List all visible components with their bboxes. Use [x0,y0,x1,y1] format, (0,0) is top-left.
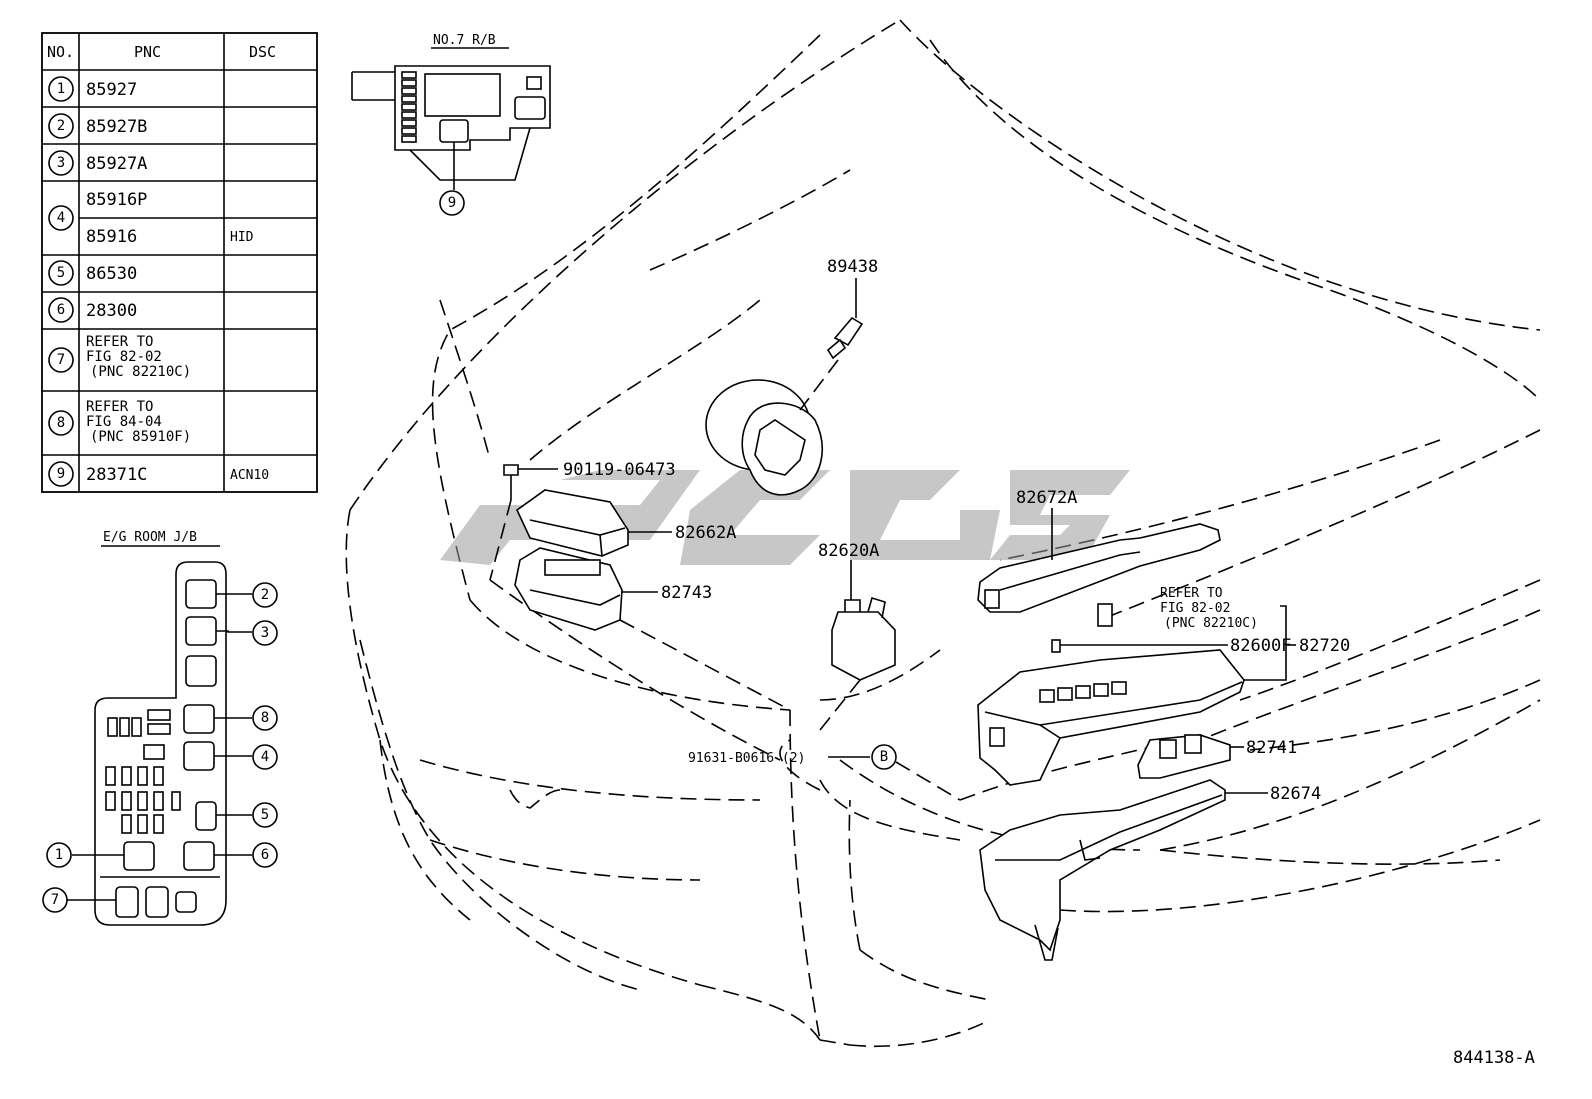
inset-jb-title: E/G ROOM J/B [103,530,197,545]
fuse-82600f: 82600F 82720 [1051,636,1350,656]
table-cell-pnc: 86530 [86,264,137,284]
svg-text:2: 2 [57,118,65,134]
pnc-table: NO. PNC DSC 1 85927 2 85927B 3 85927A 4 … [41,32,318,493]
callout-7: 7 [51,892,59,908]
table-cell-pnc: 28300 [86,301,137,321]
table-row: 1 85927 [48,76,137,102]
fuse-slots [401,71,417,143]
callout-6: 6 [261,847,269,863]
relay-82741: 82741 [1137,734,1297,779]
part-label-82672a: 82672A [1016,488,1077,508]
callout-b: B [880,749,888,765]
table-row: 7 REFER TO FIG 82-02 (PNC 82210C) [48,334,191,380]
part-label-82620a: 82620A [818,541,879,561]
table-cell-pnc: 85927B [86,117,147,137]
table-header-no: NO. [47,43,74,61]
svg-text:6: 6 [57,302,65,318]
callout-8: 8 [261,710,269,726]
table-header-pnc: PNC [134,43,161,61]
part-label-82662a: 82662A [675,523,736,543]
junction-block-82720 [977,649,1245,786]
table-cell-pnc: (PNC 82210C) [90,364,191,380]
table-cell-pnc: 85916 [86,227,137,247]
table-cell-pnc: FIG 82-02 [86,349,162,365]
reservoir-cap [705,379,823,496]
lower-case-82674: 82674 [979,779,1321,961]
table-row: 9 28371C ACN10 [48,461,269,487]
relay-82620a: 82620A [818,541,896,731]
table-row: 2 85927B [48,113,147,139]
part-label-82720: 82720 [1299,636,1350,656]
inset-rb-title: NO.7 R/B [433,33,496,48]
table-cell-pnc: 85916P [86,190,147,210]
bulb-89438: 89438 [799,257,878,411]
part-label-82600f: 82600F [1230,636,1291,656]
callout-3: 3 [261,625,269,641]
callout-4: 4 [261,749,269,765]
cover-82672a: 82672A [977,488,1221,613]
table-row: 4 85916P 85916 HID [48,190,254,247]
block-82743: 82743 [514,547,791,711]
table-cell-pnc: REFER TO [86,334,153,350]
table-cell-dsc: ACN10 [230,468,269,483]
refer-line-3: (PNC 82210C) [1164,616,1258,631]
svg-text:7: 7 [57,352,65,368]
svg-text:8: 8 [57,415,65,431]
junction-block-inset: E/G ROOM J/B [42,530,278,926]
part-label-91631: 91631-B0616 (2) [688,751,805,766]
table-cell-pnc: 85927A [86,154,147,174]
svg-text:4: 4 [57,210,65,226]
table-row: 6 28300 [48,297,137,323]
svg-text:5: 5 [57,265,65,281]
table-header-dsc: DSC [249,43,276,61]
part-label-82674: 82674 [1270,784,1321,804]
refer-line-1: REFER TO [1160,586,1223,601]
svg-text:1: 1 [57,81,65,97]
refer-note: REFER TO FIG 82-02 (PNC 82210C) [1097,586,1296,681]
part-label-82743: 82743 [661,583,712,603]
callout-5: 5 [261,807,269,823]
callout-9: 9 [448,195,456,211]
fuse-slots [1039,681,1127,703]
relay-block-inset: NO.7 R/B 9 [351,33,551,216]
table-cell-pnc: FIG 84-04 [86,414,162,430]
cover-82662a: 82662A [515,489,736,557]
refer-line-2: FIG 82-02 [1160,601,1230,616]
table-cell-pnc: REFER TO [86,399,153,415]
table-cell-pnc: 28371C [86,465,147,485]
table-row: 8 REFER TO FIG 84-04 (PNC 85910F) [48,399,191,445]
table-cell-dsc: HID [230,230,254,245]
bolt-90119: 90119-06473 [489,460,676,581]
part-label-89438: 89438 [827,257,878,277]
figure-id: 844138-A [1453,1048,1535,1068]
callout-1: 1 [55,847,63,863]
table-cell-pnc: 85927 [86,80,137,100]
table-row: 5 86530 [48,260,137,286]
part-label-82741: 82741 [1246,738,1297,758]
table-cell-pnc: (PNC 85910F) [90,429,191,445]
fuse-slots [105,709,181,834]
svg-text:9: 9 [57,466,65,482]
bolt-91631: 91631-B0616 (2) B [688,744,961,801]
table-row: 3 85927A [48,150,147,176]
svg-text:3: 3 [57,155,65,171]
part-label-90119: 90119-06473 [563,460,676,480]
callout-2: 2 [261,587,269,603]
